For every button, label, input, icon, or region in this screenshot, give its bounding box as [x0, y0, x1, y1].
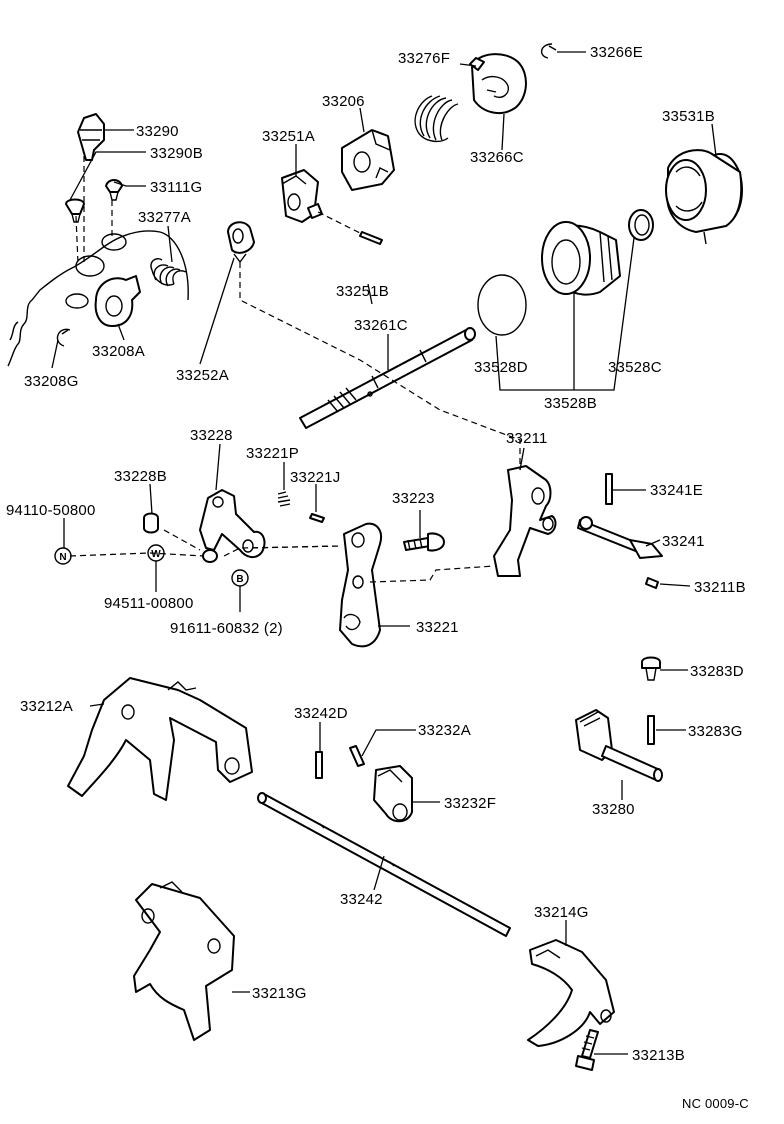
pin-33283g — [647, 715, 655, 745]
bolt-33223 — [403, 532, 445, 552]
label-33252a: 33252A — [176, 367, 229, 384]
label-33261c: 33261C — [354, 317, 408, 334]
fork-33214g — [527, 939, 615, 1047]
inner-lever-33251a — [281, 169, 323, 223]
label-33528c: 33528C — [608, 359, 662, 376]
pin-33232a — [349, 745, 365, 767]
label-33251b: 33251B — [336, 283, 389, 300]
label-33241e: 33241E — [650, 482, 703, 499]
lever-shaft-33280 — [575, 709, 663, 782]
pin-33251b — [359, 231, 383, 245]
label-33212a: 33212A — [20, 698, 73, 715]
label-33221p: 33221P — [246, 445, 299, 462]
symbol-b: B — [231, 569, 249, 587]
label-33221j: 33221J — [290, 469, 340, 486]
cap-33290b — [65, 198, 85, 223]
label-33242d: 33242D — [294, 705, 348, 722]
label-33280: 33280 — [592, 801, 635, 818]
label-33241: 33241 — [662, 533, 705, 550]
label-33111g: 33111G — [150, 179, 202, 196]
snap-ring-33266e — [541, 43, 557, 59]
label-33208g: 33208G — [24, 373, 79, 390]
label-33213g: 33213G — [252, 985, 307, 1002]
boot-33531b — [665, 149, 743, 245]
select-shaft-33261c — [299, 327, 476, 429]
label-33290b: 33290B — [150, 145, 203, 162]
label-33228b: 33228B — [114, 468, 167, 485]
label-33221: 33221 — [416, 619, 459, 636]
label-33208a: 33208A — [92, 343, 145, 360]
spring-33221p — [277, 491, 291, 507]
retainer-33528b — [541, 221, 621, 296]
assembly-line-bolt — [251, 545, 341, 549]
plug-33111g — [105, 179, 123, 201]
assembly-line-joint — [239, 262, 521, 470]
case-wall — [7, 230, 189, 367]
pin-33211b — [645, 577, 659, 589]
pin-33221j — [309, 513, 325, 523]
shift-head-33211 — [493, 465, 557, 577]
label-33276f: 33276F — [398, 50, 450, 67]
inner-lever-33221 — [339, 522, 382, 648]
nut-94511 — [202, 549, 218, 563]
label-33242: 33242 — [340, 891, 383, 908]
label-33528b: 33528B — [544, 395, 597, 412]
symbol-b-text: B — [236, 574, 243, 585]
pin-33241e — [605, 473, 613, 505]
label-33266e: 33266E — [590, 44, 643, 61]
label-91611-60832: 91611-60832 (2) — [170, 620, 283, 637]
oil-seal-33528c — [628, 209, 654, 241]
fork-33212a — [67, 677, 253, 801]
bolt-33283d — [641, 656, 661, 681]
label-33211: 33211 — [506, 430, 548, 447]
label-33266c: 33266C — [470, 149, 524, 166]
label-33251a: 33251A — [262, 128, 315, 145]
lever-retainer-33206 — [341, 129, 395, 191]
label-33206: 33206 — [322, 93, 365, 110]
assembly-line-plug — [75, 156, 113, 266]
label-33232a: 33232A — [418, 722, 471, 739]
assembly-line-inner-lever-head — [369, 565, 495, 583]
pin-33242d — [315, 751, 323, 779]
symbol-n-text: N — [59, 552, 66, 563]
leader-lines — [51, 51, 717, 1055]
rod-33242 — [257, 792, 511, 937]
label-33214g: 33214G — [534, 904, 589, 921]
collar-33228b — [143, 512, 159, 534]
assembly-line-inner-lever — [317, 211, 363, 235]
fork-33213g — [133, 881, 235, 1041]
head-33232f — [373, 765, 413, 823]
spring-33277a — [150, 258, 187, 287]
snap-ring-33208g — [56, 328, 71, 347]
plug-33290 — [77, 113, 105, 161]
label-33213b: 33213B — [632, 1047, 685, 1064]
gasket-33528d — [477, 274, 527, 336]
label-33211b: 33211B — [694, 579, 746, 596]
label-33290: 33290 — [136, 123, 179, 140]
label-94110-50800: 94110-50800 — [6, 502, 96, 519]
label-33228: 33228 — [190, 427, 233, 444]
spring-33276f — [414, 95, 459, 143]
label-94511-00800: 94511-00800 — [104, 595, 194, 612]
label-33232f: 33232F — [444, 795, 496, 812]
joint-33252a — [227, 221, 255, 264]
lever-housing-33266c — [469, 53, 527, 115]
bolt-33213b — [575, 1029, 599, 1071]
lever-33208a — [94, 275, 141, 327]
diagram-code: NC 0009-C — [682, 1096, 749, 1111]
shaft-33241 — [577, 516, 663, 559]
label-33531b: 33531B — [662, 108, 715, 125]
label-33528d: 33528D — [474, 359, 528, 376]
label-33283d: 33283D — [690, 663, 744, 680]
label-33223: 33223 — [392, 490, 435, 507]
label-33283g: 33283G — [688, 723, 743, 740]
symbol-n: N — [54, 547, 72, 565]
symbol-w-text: W — [151, 549, 161, 560]
lever-33228 — [199, 489, 266, 558]
label-33277a: 33277A — [138, 209, 191, 226]
